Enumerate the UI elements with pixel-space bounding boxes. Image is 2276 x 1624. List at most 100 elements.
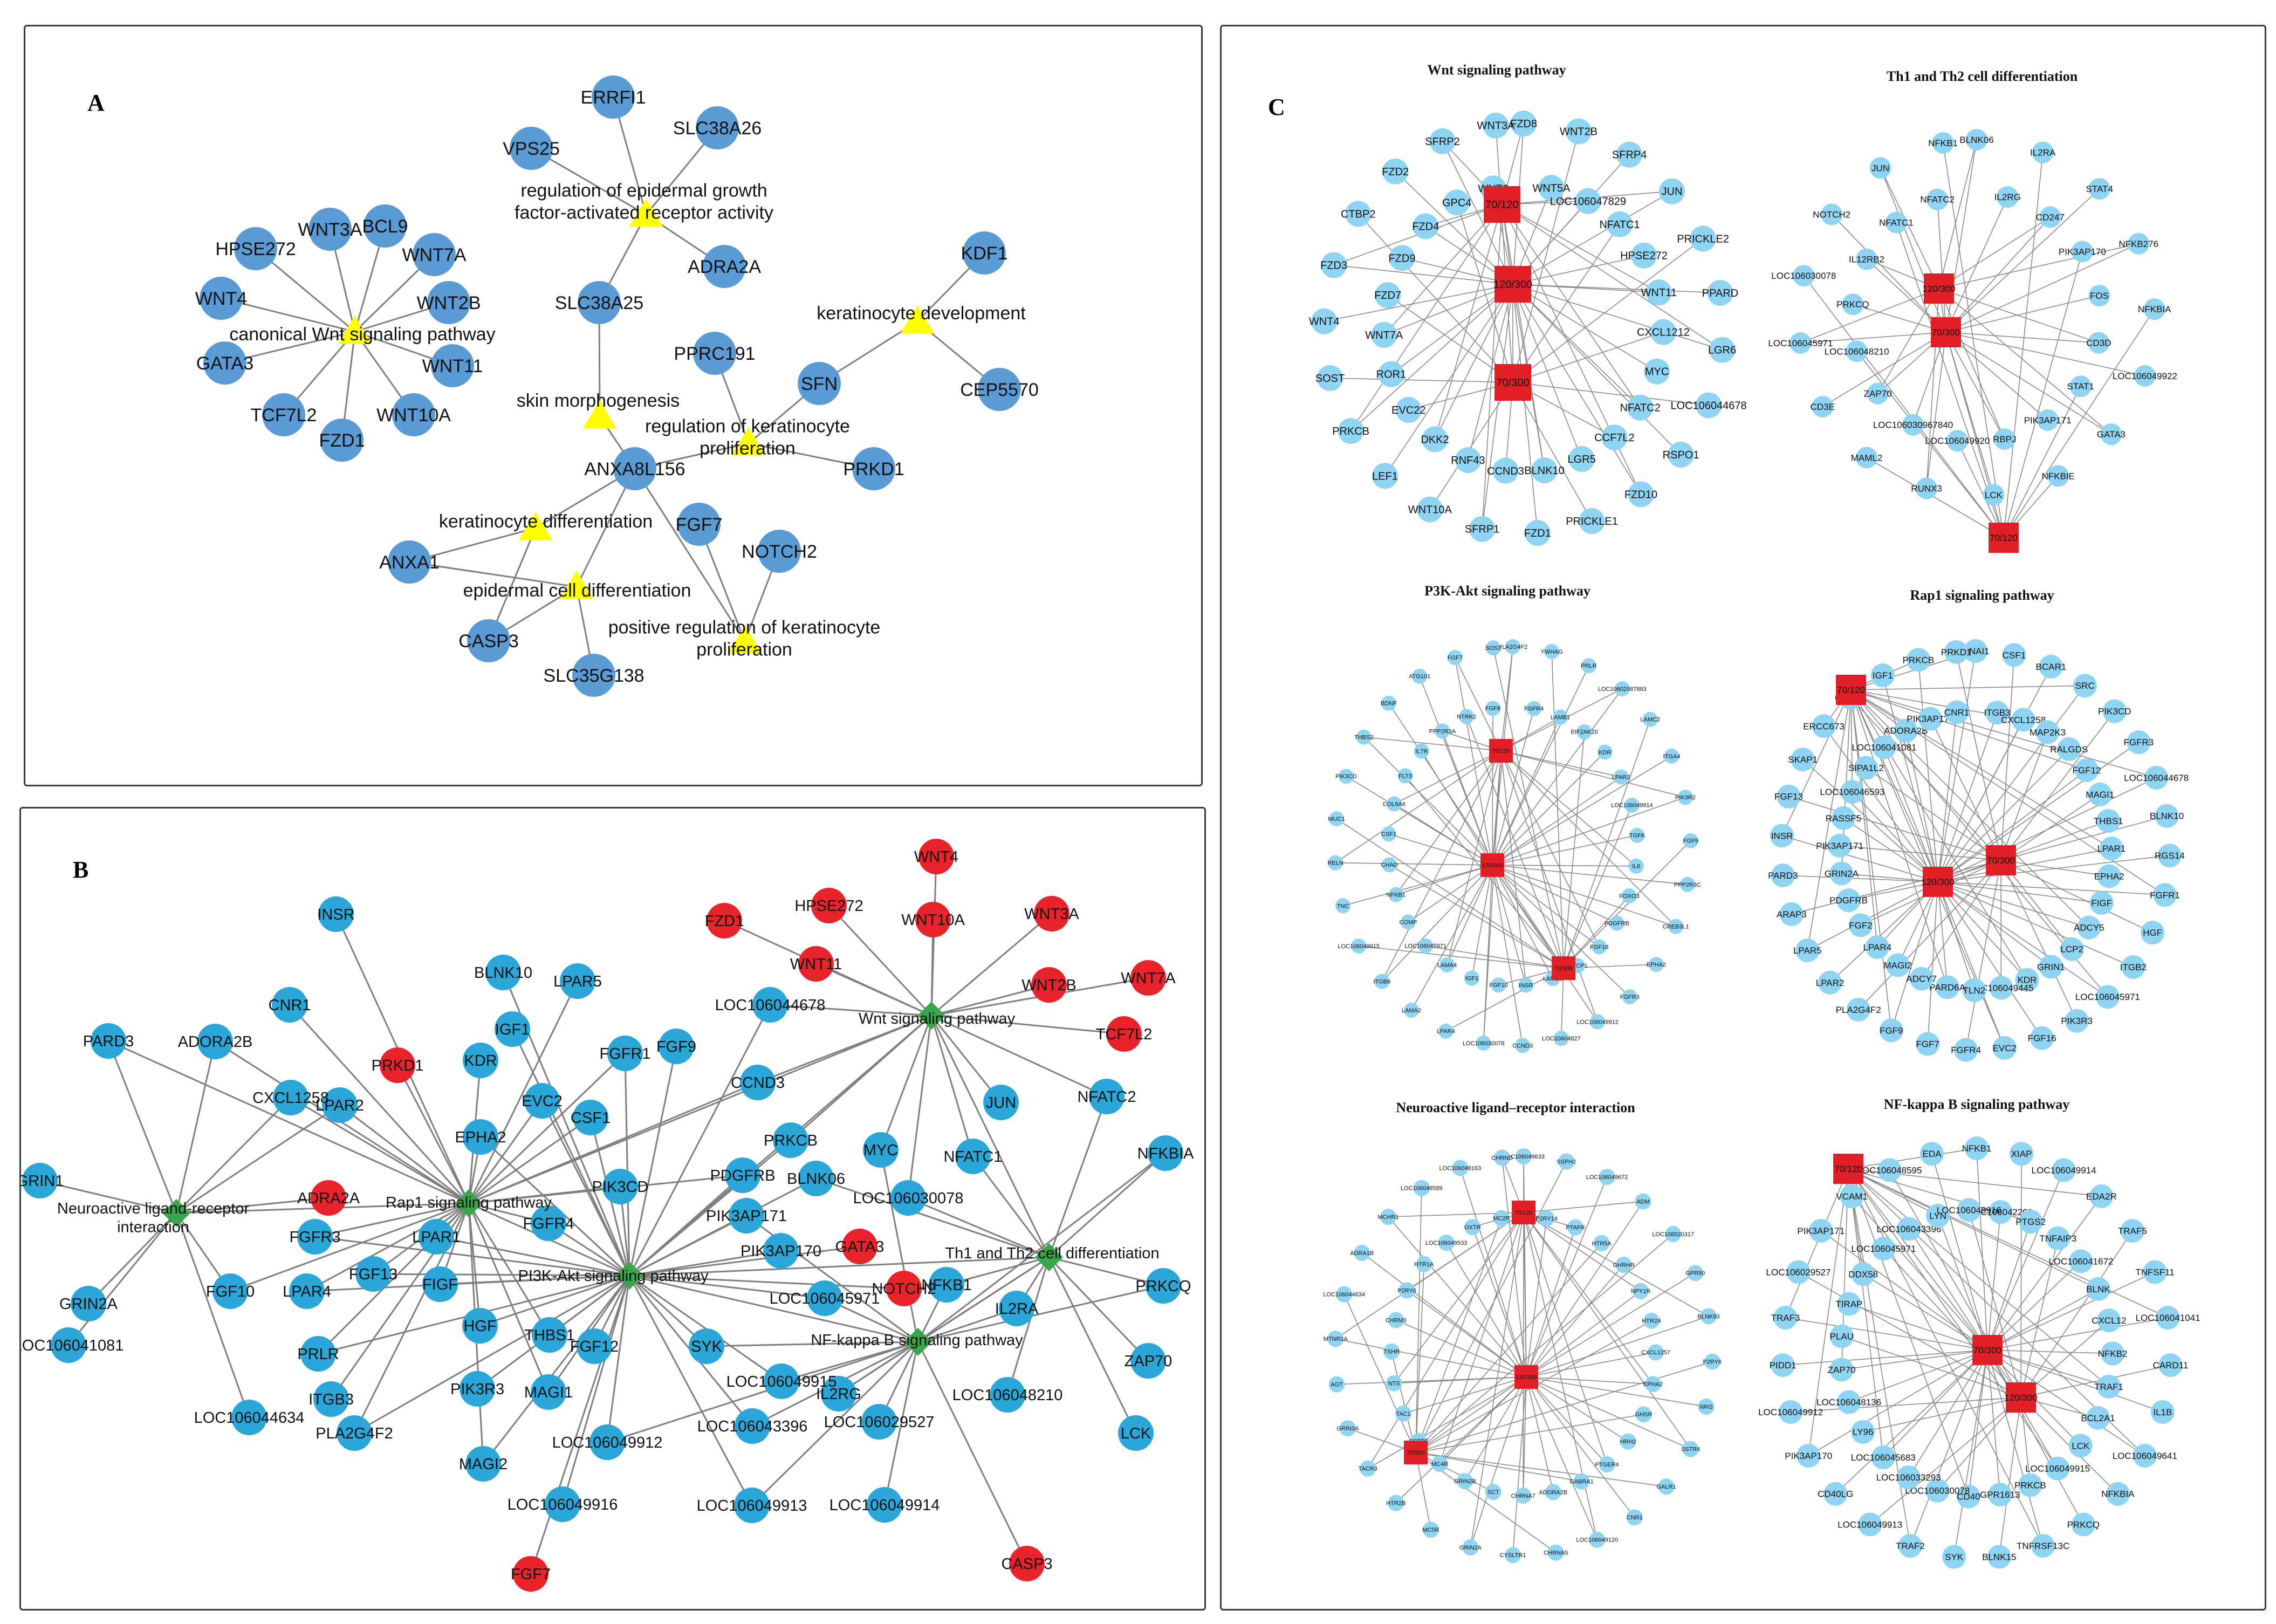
node-ppp2r3c[interactable] (1679, 876, 1695, 892)
node-tirap[interactable] (1837, 1292, 1861, 1316)
node-loc106049913[interactable] (1858, 1512, 1882, 1537)
node-pidd1[interactable] (1771, 1353, 1795, 1378)
node-cxcl1212[interactable] (1650, 319, 1676, 345)
node-fzd9[interactable] (1389, 245, 1415, 271)
blue-node-blnk06[interactable] (798, 1161, 834, 1196)
node-loc106045971[interactable] (2095, 985, 2120, 1009)
blue-node-lpar4[interactable] (289, 1273, 325, 1309)
node-cd247[interactable] (2039, 206, 2061, 228)
gene-node-anxa8l156[interactable] (613, 447, 656, 490)
pathway-node-rap1-signaling-pathway[interactable] (455, 1189, 483, 1217)
node-prkcb[interactable] (2018, 1473, 2042, 1497)
node-nfkbia[interactable] (2143, 298, 2165, 320)
node-insr[interactable] (1518, 977, 1534, 993)
blue-node-figf[interactable] (422, 1266, 458, 1302)
blue-node-pik3ap171[interactable] (729, 1198, 764, 1234)
node-nfkb1[interactable] (1965, 1136, 1989, 1160)
node-lpar2[interactable] (1818, 970, 1842, 995)
node-ntrk2[interactable] (1459, 709, 1475, 724)
node-loc106049912[interactable] (1590, 1014, 1606, 1030)
blue-node-jun[interactable] (983, 1085, 1019, 1120)
node-gata3[interactable] (2100, 423, 2122, 446)
blue-node-magi2[interactable] (465, 1446, 501, 1482)
node-loc106049641[interactable] (2133, 1444, 2157, 1468)
red-node-prkd1[interactable] (380, 1047, 415, 1083)
node-eda[interactable] (1919, 1142, 1944, 1166)
node-hgf[interactable] (2141, 921, 2165, 945)
node-jun[interactable] (1869, 157, 1891, 179)
blue-node-loc106044678[interactable] (752, 987, 788, 1023)
hub-node[interactable] (1836, 675, 1866, 705)
node-ralgds[interactable] (2057, 737, 2081, 761)
gene-node-cep5570[interactable] (978, 368, 1021, 411)
node-pik3ap170[interactable] (1918, 707, 1943, 731)
node-loc106049914[interactable] (1624, 797, 1640, 813)
blue-node-epha2[interactable] (463, 1119, 498, 1155)
node-htr5a[interactable] (1593, 1235, 1610, 1251)
blue-node-lpar1[interactable] (419, 1219, 454, 1255)
node-blnk06[interactable] (1966, 129, 1987, 150)
blue-node-loc106043396[interactable] (735, 1408, 770, 1444)
node-sfrp1[interactable] (1469, 516, 1496, 542)
gene-node-fzd1[interactable] (320, 419, 364, 462)
node-oxtr[interactable] (1464, 1219, 1481, 1236)
hub-node[interactable] (1924, 273, 1954, 304)
node-lpar4[interactable] (1865, 935, 1889, 959)
node-zap70[interactable] (1829, 1358, 1854, 1382)
hub-node[interactable] (1495, 364, 1531, 401)
gene-node-adra2a[interactable] (703, 245, 746, 288)
gene-node-hpse272[interactable] (234, 227, 277, 270)
node-grin2a[interactable] (1829, 861, 1854, 886)
node-fgf7[interactable] (1447, 650, 1463, 666)
node-nfkb276[interactable] (2128, 232, 2150, 255)
node-adcy7[interactable] (1909, 967, 1934, 991)
node-prickle1[interactable] (1579, 508, 1605, 535)
hub-node[interactable] (2006, 1382, 2036, 1413)
red-node-wnt4[interactable] (918, 839, 954, 874)
node-fgf12[interactable] (2075, 758, 2099, 782)
gene-node-wnt3a[interactable] (309, 208, 352, 251)
node-pik3ap171[interactable] (2037, 409, 2059, 431)
node-chad[interactable] (1382, 857, 1397, 873)
hub-node[interactable] (1512, 1201, 1535, 1224)
node-lamc2[interactable] (1642, 711, 1658, 727)
node-stat4[interactable] (2088, 178, 2110, 200)
node-prkcq[interactable] (2071, 1512, 2095, 1537)
node-wnt10a[interactable] (1417, 496, 1443, 523)
node-wnt2b[interactable] (1565, 118, 1592, 145)
red-node-wnt2b[interactable] (1031, 967, 1067, 1003)
node-cd40lg[interactable] (1823, 1482, 1848, 1506)
node-fgf10[interactable] (1491, 977, 1506, 993)
node-gabra1[interactable] (1573, 1473, 1590, 1490)
node-loc106045683[interactable] (1871, 1445, 1895, 1470)
node-vcam1[interactable] (1840, 1184, 1864, 1208)
hub-node[interactable] (1484, 186, 1520, 223)
node-stat1[interactable] (2069, 375, 2092, 398)
hub-node[interactable] (1923, 867, 1953, 897)
node-figf[interactable] (2089, 891, 2114, 915)
gene-node-wnt10a[interactable] (392, 393, 435, 436)
node-loc106049533[interactable] (1438, 1235, 1455, 1251)
node-ercc673[interactable] (1812, 714, 1836, 738)
node-pik3cd[interactable] (1338, 769, 1354, 784)
node-cxcl1258[interactable] (2011, 708, 2035, 732)
hub-node[interactable] (1986, 845, 2016, 875)
node-traf2[interactable] (1898, 1534, 1922, 1558)
node-cd40[interactable] (1956, 1484, 1980, 1509)
blue-node-hgf[interactable] (462, 1308, 498, 1344)
blue-node-grin1[interactable] (22, 1163, 58, 1198)
node-sfrp4[interactable] (1616, 141, 1643, 168)
gene-node-sfn[interactable] (798, 362, 841, 405)
blue-node-lpar2[interactable] (322, 1087, 358, 1123)
node-lyn[interactable] (1926, 1204, 1950, 1228)
blue-node-pik3ap170[interactable] (763, 1233, 799, 1269)
node-sfrp2[interactable] (1429, 128, 1456, 154)
blue-node-prkcb[interactable] (773, 1122, 808, 1158)
node-pla2g4f2[interactable] (1505, 639, 1520, 654)
blue-node-igf1[interactable] (495, 1011, 530, 1047)
node-blnk93[interactable] (1701, 1308, 1717, 1325)
hub-node[interactable] (1552, 956, 1575, 980)
node-fzd4[interactable] (1413, 213, 1439, 239)
node-jun[interactable] (1658, 178, 1685, 204)
red-node-fgf7[interactable] (513, 1556, 549, 1592)
